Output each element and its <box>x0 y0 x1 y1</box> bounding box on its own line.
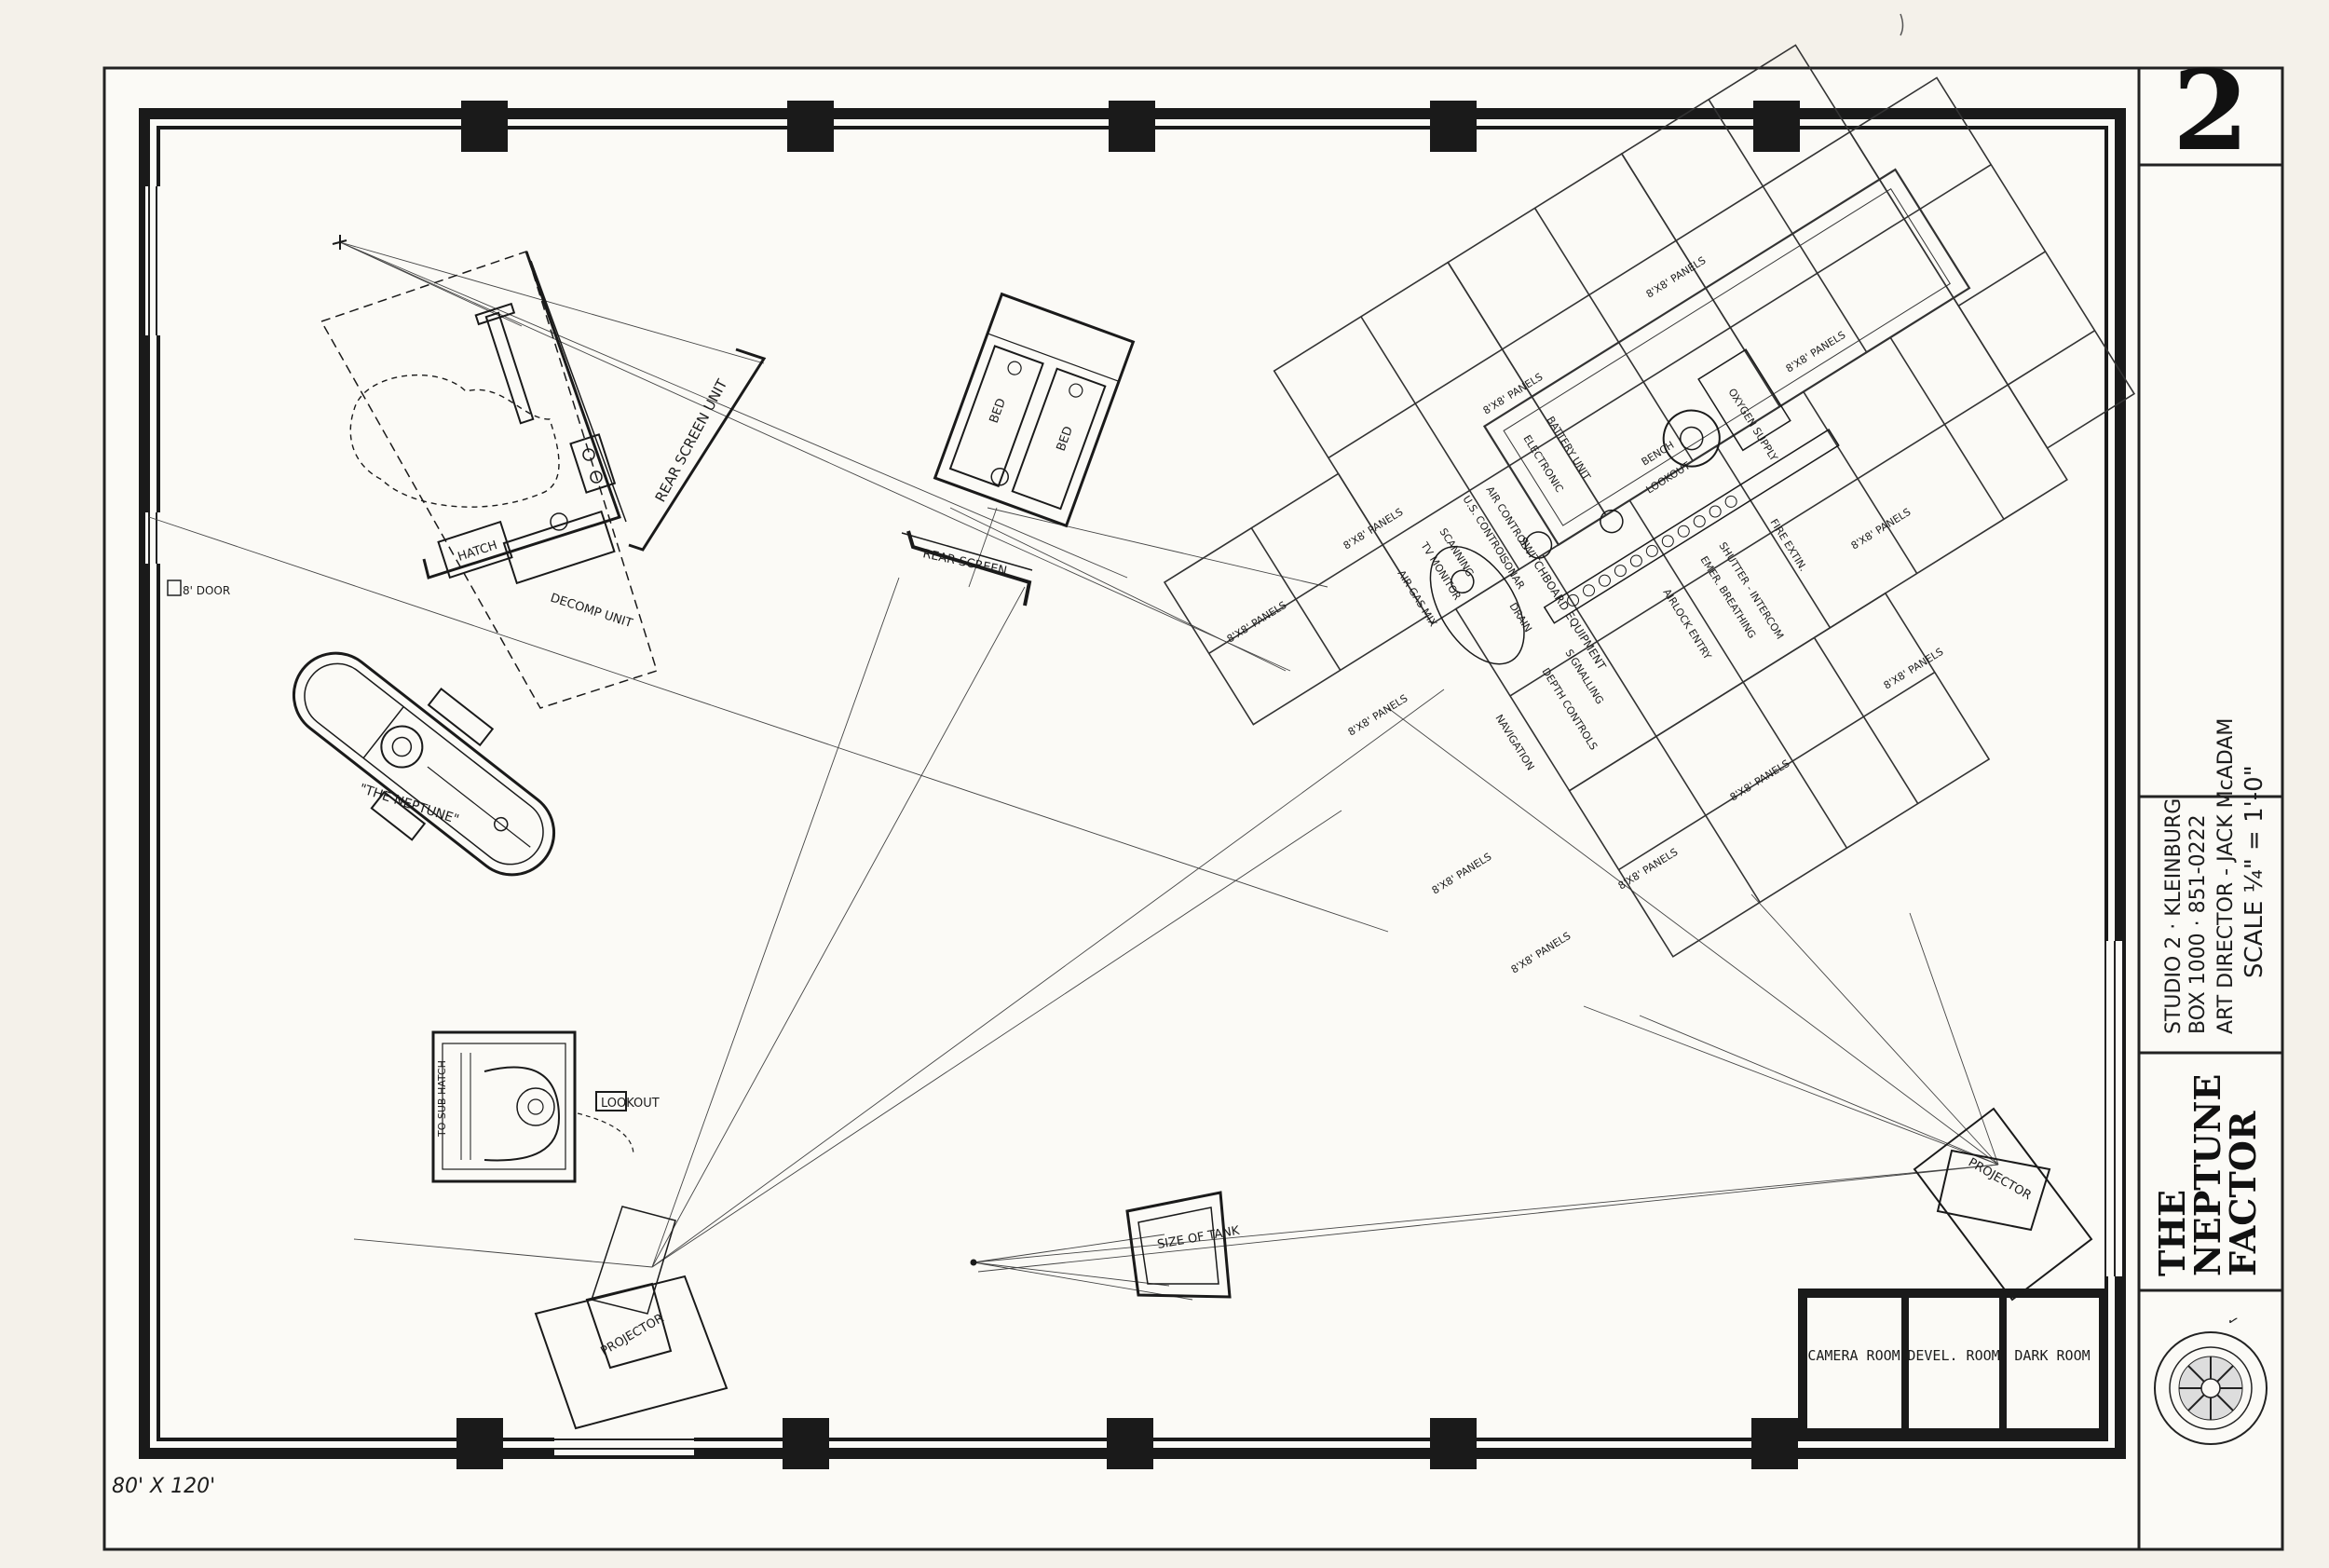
door-note: 8' DOOR <box>167 579 230 597</box>
service-rooms: CAMERA ROOM DEVEL. ROOM DARK ROOM <box>1798 1288 2108 1438</box>
lookout-module <box>431 1030 634 1183</box>
studio-info-line3: ART DIRECTOR - JACK McADAM <box>2214 718 2238 1034</box>
sight-lines <box>148 241 1999 1301</box>
rear-screen <box>901 530 1033 607</box>
art-directors-seal <box>2154 1331 2268 1445</box>
drawing-border <box>102 66 2284 1551</box>
room-camera: CAMERA ROOM <box>1807 1347 1900 1364</box>
title-block: 2 STUDIO 2 · KLEINBURG BOX 1000 · 851-02… <box>2137 46 2282 1549</box>
title-line3: FACTOR <box>2222 1111 2264 1276</box>
pencil-marks <box>1900 13 1904 36</box>
room-dark: DARK ROOM <box>2014 1347 2090 1364</box>
studio-info-line1: STUDIO 2 · KLEINBURG <box>2162 798 2186 1034</box>
room-devel: DEVEL. ROOM <box>1907 1347 1999 1364</box>
tank-outline <box>970 1191 1232 1299</box>
title-line2: NEPTUNE <box>2186 1074 2228 1276</box>
studio-walls <box>139 101 2126 1469</box>
label-lookout: LOOKOUT <box>601 1097 660 1111</box>
neptune-submarine <box>292 651 556 877</box>
label-sub-hatch: TO SUB HATCH <box>436 1060 448 1138</box>
sub-interior <box>1429 348 1840 665</box>
rear-screen-unit-assembly <box>320 235 767 709</box>
title-line1: THE <box>2151 1190 2193 1276</box>
sheet-number: 2 <box>2172 46 2249 175</box>
projector-2 <box>1913 1107 2093 1302</box>
dimensions-note: 80' X 120' <box>112 1475 215 1498</box>
projector-1 <box>534 1206 729 1430</box>
bed-module <box>933 292 1136 528</box>
studio-info-line2: BOX 1000 · 851-0222 <box>2186 814 2210 1034</box>
svg-text:✓: ✓ <box>2226 1313 2240 1330</box>
door-note-text: 8' DOOR <box>183 584 230 597</box>
wall-panel-grid <box>1163 44 2136 958</box>
studio-info-line4: SCALE ¼" = 1'-0" <box>2240 765 2268 978</box>
